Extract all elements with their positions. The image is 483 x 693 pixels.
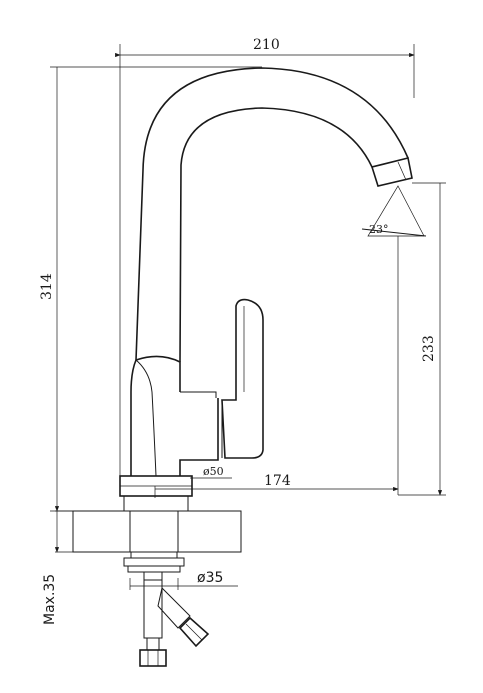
max-thickness-label: Max.35 (42, 574, 58, 625)
countertop-section (55, 510, 242, 553)
spout-height-label: 233 (421, 335, 437, 362)
swivel-angle-label: 23° (369, 223, 389, 236)
supply-hoses (139, 579, 210, 667)
hole-diameter-label: ø35 (197, 570, 223, 586)
reach-label: 174 (264, 473, 291, 489)
body-diameter-label: ø50 (203, 465, 224, 478)
width-label: 210 (253, 37, 280, 53)
height-label: 314 (39, 273, 55, 300)
hole-diameter-dimension (129, 578, 238, 590)
faucet-outline (119, 67, 427, 512)
mounting-hardware (123, 551, 185, 580)
width-dimension (115, 44, 415, 476)
height-dimension (50, 66, 262, 512)
body-diameter-dimension (154, 477, 232, 498)
spout-height-dimension (397, 182, 446, 496)
